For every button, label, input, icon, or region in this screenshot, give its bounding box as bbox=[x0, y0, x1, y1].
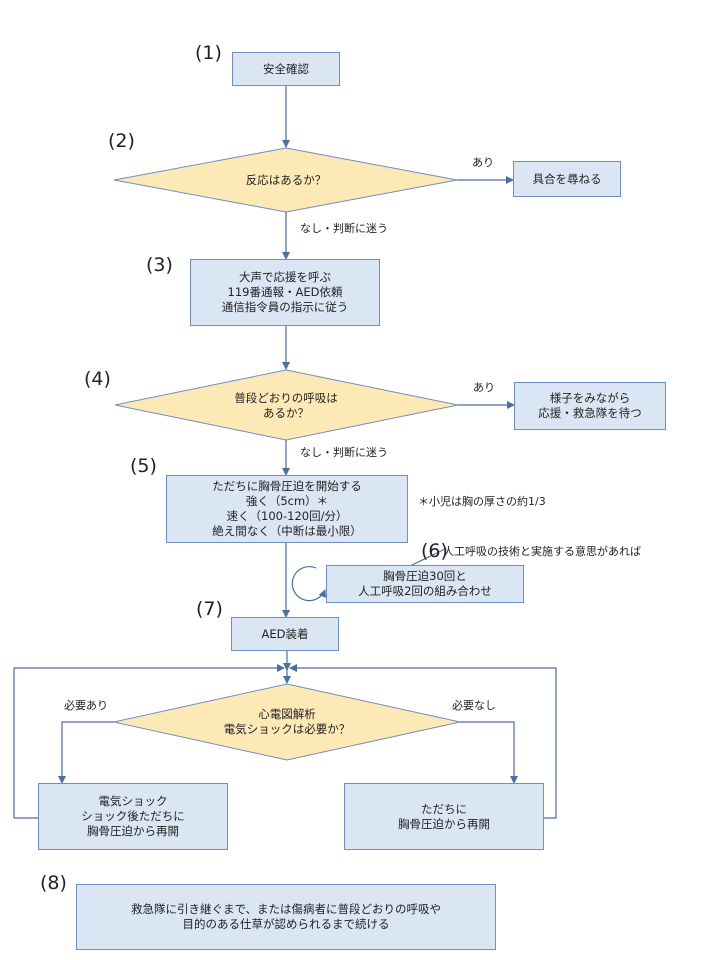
compression-line-4: 絶え間なく（中断は最小限） bbox=[212, 524, 362, 538]
decision-response-text: 反応はあるか？ bbox=[186, 170, 386, 190]
step-number-6: (6) bbox=[421, 540, 448, 562]
chest-compression-box: ただちに胸骨圧迫を開始する 強く（5cm）＊ 速く（100-120回/分） 絶え… bbox=[166, 475, 408, 543]
arrow-ecg-no-shock bbox=[460, 721, 518, 784]
decision-breathing-text: 普段どおりの呼吸は あるか？ bbox=[186, 390, 386, 422]
safety-check-text: 安全確認 bbox=[263, 61, 309, 76]
label-shock-needed: 必要あり bbox=[64, 699, 108, 712]
response-question: 反応はあるか？ bbox=[245, 172, 327, 187]
step-number-4: (4) bbox=[84, 368, 111, 390]
step-number-8: (8) bbox=[40, 872, 67, 894]
safety-check-box: 安全確認 bbox=[232, 52, 340, 86]
wait-box: 様子をみながら 応援・救急隊を待つ bbox=[514, 382, 666, 430]
label-yes-breathing: あり bbox=[473, 381, 495, 394]
compression-line-3: 速く（100-120回/分） bbox=[226, 509, 348, 523]
call-help-line-3: 通信指令員の指示に従う bbox=[221, 300, 349, 314]
step-number-5: (5) bbox=[130, 455, 157, 477]
compression-line-2: 強く（5cm）＊ bbox=[245, 494, 329, 508]
shock-line-2: ショック後ただちに bbox=[81, 809, 185, 823]
breathing-skill-note: 人工呼吸の技術と実施する意思があれば bbox=[443, 545, 641, 558]
wait-line-2: 応援・救急隊を待つ bbox=[538, 406, 642, 420]
step-number-7: (7) bbox=[196, 598, 223, 620]
resume-compression-box: ただちに 胸骨圧迫から再開 bbox=[344, 783, 544, 850]
call-help-line-1: 大声で応援を呼ぶ bbox=[239, 270, 331, 284]
ask-condition-box: 具合を尋ねる bbox=[513, 161, 621, 197]
combo-line-2: 人工呼吸2回の組み合わせ bbox=[358, 584, 492, 598]
call-help-box: 大声で応援を呼ぶ 119番通報・AED依頼 通信指令員の指示に従う bbox=[190, 259, 380, 326]
wait-line-1: 様子をみながら bbox=[549, 391, 631, 405]
call-help-line-2: 119番通報・AED依頼 bbox=[227, 285, 343, 299]
arrow-ecg-shock-needed bbox=[58, 721, 114, 784]
resume-line-2: 胸骨圧迫から再開 bbox=[398, 816, 490, 831]
breathing-question-line-2: あるか？ bbox=[263, 406, 309, 420]
arrow-resume-loop-back bbox=[289, 664, 557, 819]
note-connector-line bbox=[409, 548, 446, 567]
step-number-2: (2) bbox=[108, 130, 135, 152]
final-line-1: 救急隊に引き継ぐまで、または傷病者に普段どおりの呼吸や bbox=[130, 902, 442, 916]
compression-line-1: ただちに胸骨圧迫を開始する bbox=[212, 479, 362, 493]
compression-breath-combo-box: 胸骨圧迫30回と 人工呼吸2回の組み合わせ bbox=[326, 565, 524, 603]
resume-line-1: ただちに bbox=[421, 801, 467, 816]
shock-line-3: 胸骨圧迫から再開 bbox=[87, 824, 179, 838]
aed-attach-box: AED装着 bbox=[231, 617, 339, 651]
decision-ecg-diamond bbox=[113, 683, 461, 761]
ecg-question-line-2: 電気ショックは必要か？ bbox=[223, 722, 351, 736]
combo-line-1: 胸骨圧迫30回と bbox=[383, 569, 467, 583]
label-no-response: なし・判断に迷う bbox=[300, 222, 388, 235]
final-line-2: 目的のある仕草が認められるまで続ける bbox=[182, 917, 390, 931]
ask-condition-text: 具合を尋ねる bbox=[532, 171, 602, 186]
decision-ecg-text: 心電図解析 電気ショックは必要か？ bbox=[187, 706, 387, 738]
cycle-loop-arrow bbox=[291, 566, 327, 602]
shock-line-1: 電気ショック bbox=[98, 794, 168, 808]
breathing-question-line-1: 普段どおりの呼吸は bbox=[234, 391, 338, 405]
aed-attach-text: AED装着 bbox=[261, 626, 309, 641]
step-number-1: (1) bbox=[195, 42, 222, 64]
label-no-shock: 必要なし bbox=[452, 699, 496, 712]
continue-until-box: 救急隊に引き継ぐまで、または傷病者に普段どおりの呼吸や 目的のある仕草が認められ… bbox=[76, 884, 496, 950]
electric-shock-box: 電気ショック ショック後ただちに 胸骨圧迫から再開 bbox=[38, 783, 228, 850]
ecg-question-line-1: 心電図解析 bbox=[258, 707, 316, 721]
step-number-3: (3) bbox=[146, 254, 173, 276]
child-depth-note: ＊小児は胸の厚さの約1/3 bbox=[418, 495, 546, 508]
label-no-breathing: なし・判断に迷う bbox=[300, 446, 388, 459]
arrow-shock-loop-back bbox=[13, 664, 285, 819]
label-yes-response: あり bbox=[472, 156, 494, 169]
